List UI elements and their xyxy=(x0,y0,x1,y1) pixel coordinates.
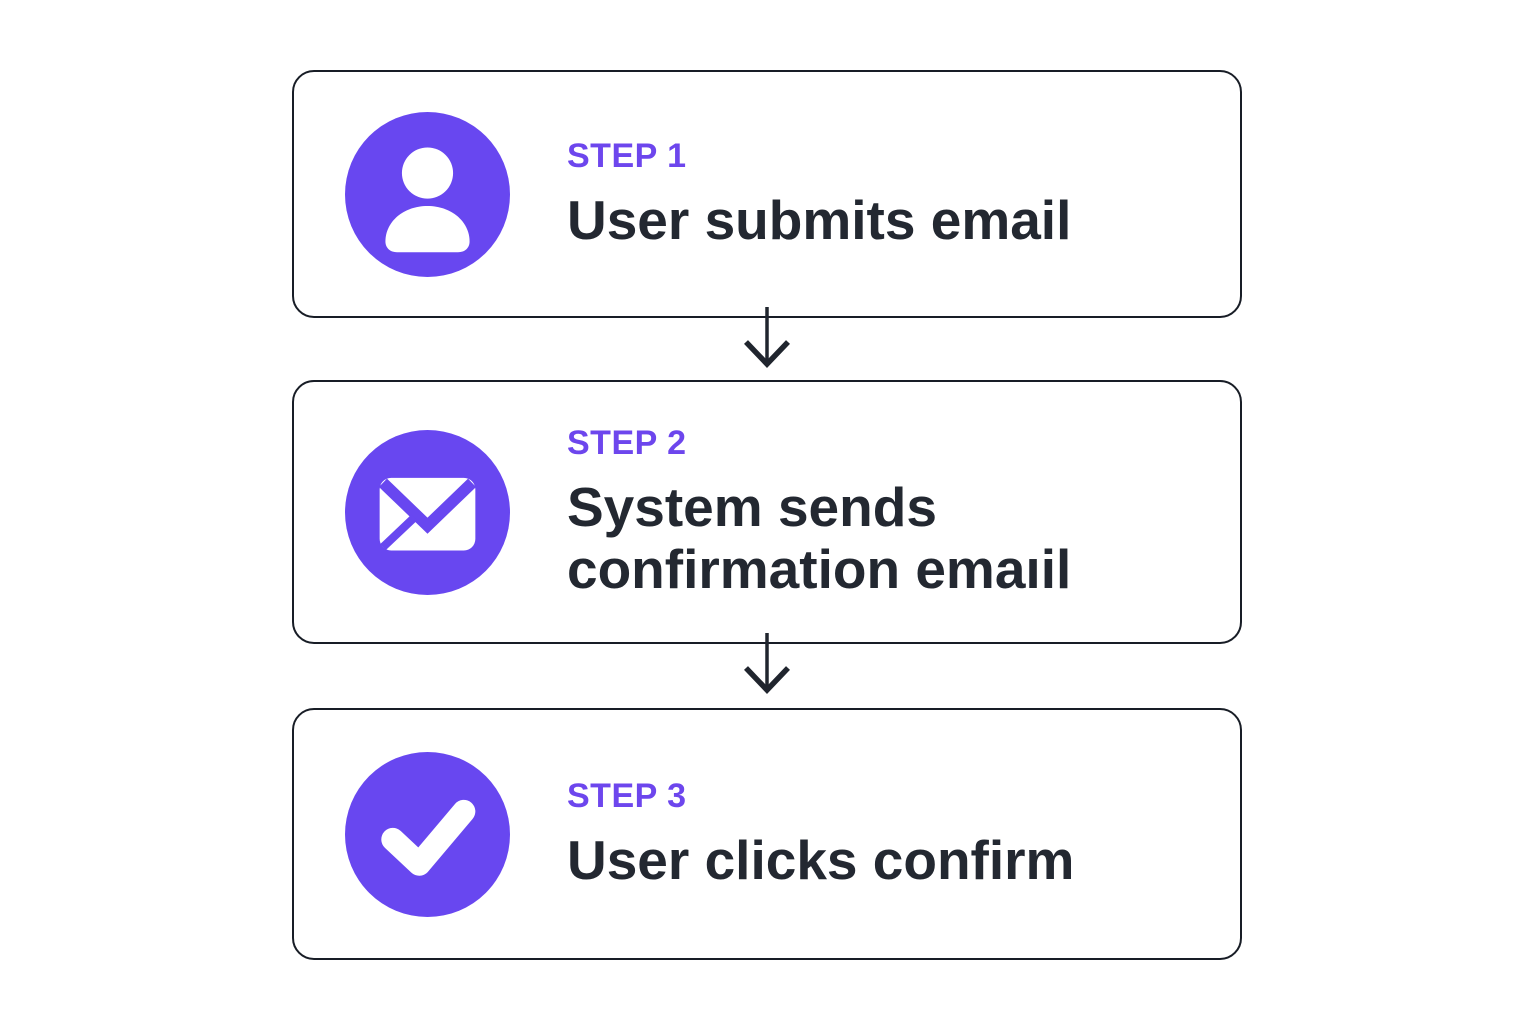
step-card-2: STEP 2 System sends confirmation emaıil xyxy=(292,380,1242,644)
arrow-down-icon xyxy=(744,307,790,368)
email-icon xyxy=(345,429,510,595)
step-2-label: STEP 2 xyxy=(567,423,687,462)
step-1-label: STEP 1 xyxy=(567,136,687,175)
step-3-label: STEP 3 xyxy=(567,776,687,815)
step-3-title: User clicks confirm xyxy=(567,828,1075,891)
connector-1 xyxy=(292,307,1242,380)
check-icon xyxy=(345,751,510,917)
step-1-text: STEP 1 User submits email xyxy=(567,137,1071,252)
step-card-1: STEP 1 User submits email xyxy=(292,70,1242,318)
user-icon xyxy=(345,111,510,277)
signup-flow-diagram: STEP 1 User submits email STEP 2 xyxy=(292,70,1242,960)
step-2-text: STEP 2 System sends confirmation emaıil xyxy=(567,424,1207,600)
step-3-text: STEP 3 User clicks confirm xyxy=(567,777,1074,892)
step-card-3: STEP 3 User clicks confirm xyxy=(292,708,1242,960)
arrow-down-icon xyxy=(744,633,790,694)
step-1-title: User submits email xyxy=(567,188,1072,251)
step-2-title: System sends confirmation emaıil xyxy=(567,475,1072,600)
connector-2 xyxy=(292,633,1242,708)
